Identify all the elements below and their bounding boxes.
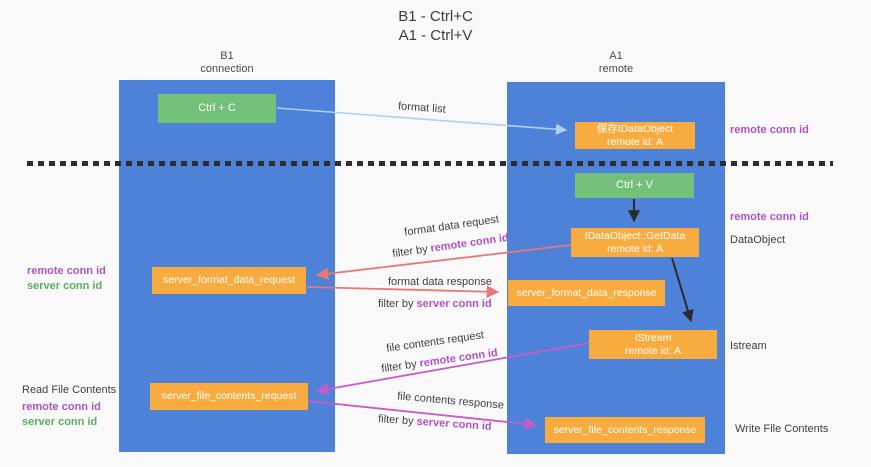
file-response-filter-key: server conn id	[416, 415, 492, 433]
column-b1-name: B1	[220, 50, 234, 62]
right-label-dataobject: DataObject	[730, 234, 786, 246]
ctrl-v-label: Ctrl + V	[616, 179, 653, 192]
server-format-data-response-box: server_format_data_response	[508, 280, 665, 306]
format-request-filter-key: remote conn id	[429, 231, 510, 255]
server-format-data-response-label: server_format_data_response	[516, 286, 657, 299]
title-line-1: B1 - Ctrl+C	[398, 8, 473, 25]
ctrl-c-label: Ctrl + C	[198, 102, 236, 115]
file-response-filter-prefix: filter by	[377, 413, 414, 428]
ctrl-c-box: Ctrl + C	[158, 94, 276, 123]
label-format-data-response: format data response	[388, 276, 492, 288]
format-request-filter-prefix: filter by	[391, 243, 429, 261]
left-format-remote-conn-id: remote conn id	[27, 265, 106, 277]
server-format-data-request-box: server_format_data_request	[152, 267, 306, 294]
save-idataobject-line2: remote id: A	[606, 135, 664, 148]
column-b1-subtitle: connection	[200, 63, 254, 75]
left-file-server-conn-id: server conn id	[22, 416, 98, 428]
title-line-2: A1 - Ctrl+V	[398, 27, 473, 44]
save-idataobject-line1: 保存IDataObject	[596, 123, 674, 135]
format-response-filter-prefix: filter by	[378, 298, 414, 310]
file-request-filter-key: remote conn id	[418, 346, 499, 370]
column-header-a1: A1 remote	[507, 50, 725, 76]
istream-box: IStream remote id: A	[589, 330, 717, 359]
server-file-contents-response-label: server_file_contents_response	[553, 423, 697, 436]
label-file-contents-response: file contents response	[396, 390, 505, 412]
ctrl-v-box: Ctrl + V	[575, 173, 694, 198]
getdata-line2: remote id: A	[606, 242, 664, 255]
column-a1-subtitle: remote	[598, 63, 634, 75]
left-file-conn-id-block: Read File Contents remote conn id server…	[22, 383, 116, 430]
right-label-write-file-contents: Write File Contents	[735, 423, 829, 435]
getdata-line1: IDataObject::GetData	[584, 230, 686, 242]
save-idataobject-box: 保存IDataObject remote id: A	[575, 122, 695, 149]
diagram-title: B1 - Ctrl+C A1 - Ctrl+V	[0, 7, 871, 45]
file-request-filter-prefix: filter by	[380, 358, 418, 376]
server-file-contents-request-label: server_file_contents_request	[161, 390, 297, 403]
right-label-remote-conn-id-2: remote conn id	[730, 211, 809, 223]
server-file-contents-response-box: server_file_contents_response	[545, 417, 705, 443]
column-a1-name: A1	[609, 50, 623, 62]
istream-line2: remote id: A	[624, 344, 682, 357]
format-response-filter-key: server conn id	[416, 298, 492, 310]
column-header-b1: B1 connection	[119, 50, 335, 76]
left-label-read-file-contents: Read File Contents	[22, 384, 117, 396]
server-file-contents-request-box: server_file_contents_request	[150, 383, 308, 410]
left-format-conn-id-block: remote conn id server conn id	[27, 264, 106, 294]
server-format-data-request-label: server_format_data_request	[163, 274, 295, 287]
left-file-remote-conn-id: remote conn id	[22, 401, 101, 413]
idataobject-getdata-box: IDataObject::GetData remote id: A	[571, 228, 699, 257]
boundary-dashed-line	[27, 161, 833, 166]
right-label-remote-conn-id-1: remote conn id	[730, 124, 809, 136]
istream-line1: IStream	[634, 332, 672, 344]
label-format-list: format list	[397, 100, 447, 116]
left-format-server-conn-id: server conn id	[27, 280, 103, 292]
right-label-istream: Istream	[730, 340, 767, 352]
